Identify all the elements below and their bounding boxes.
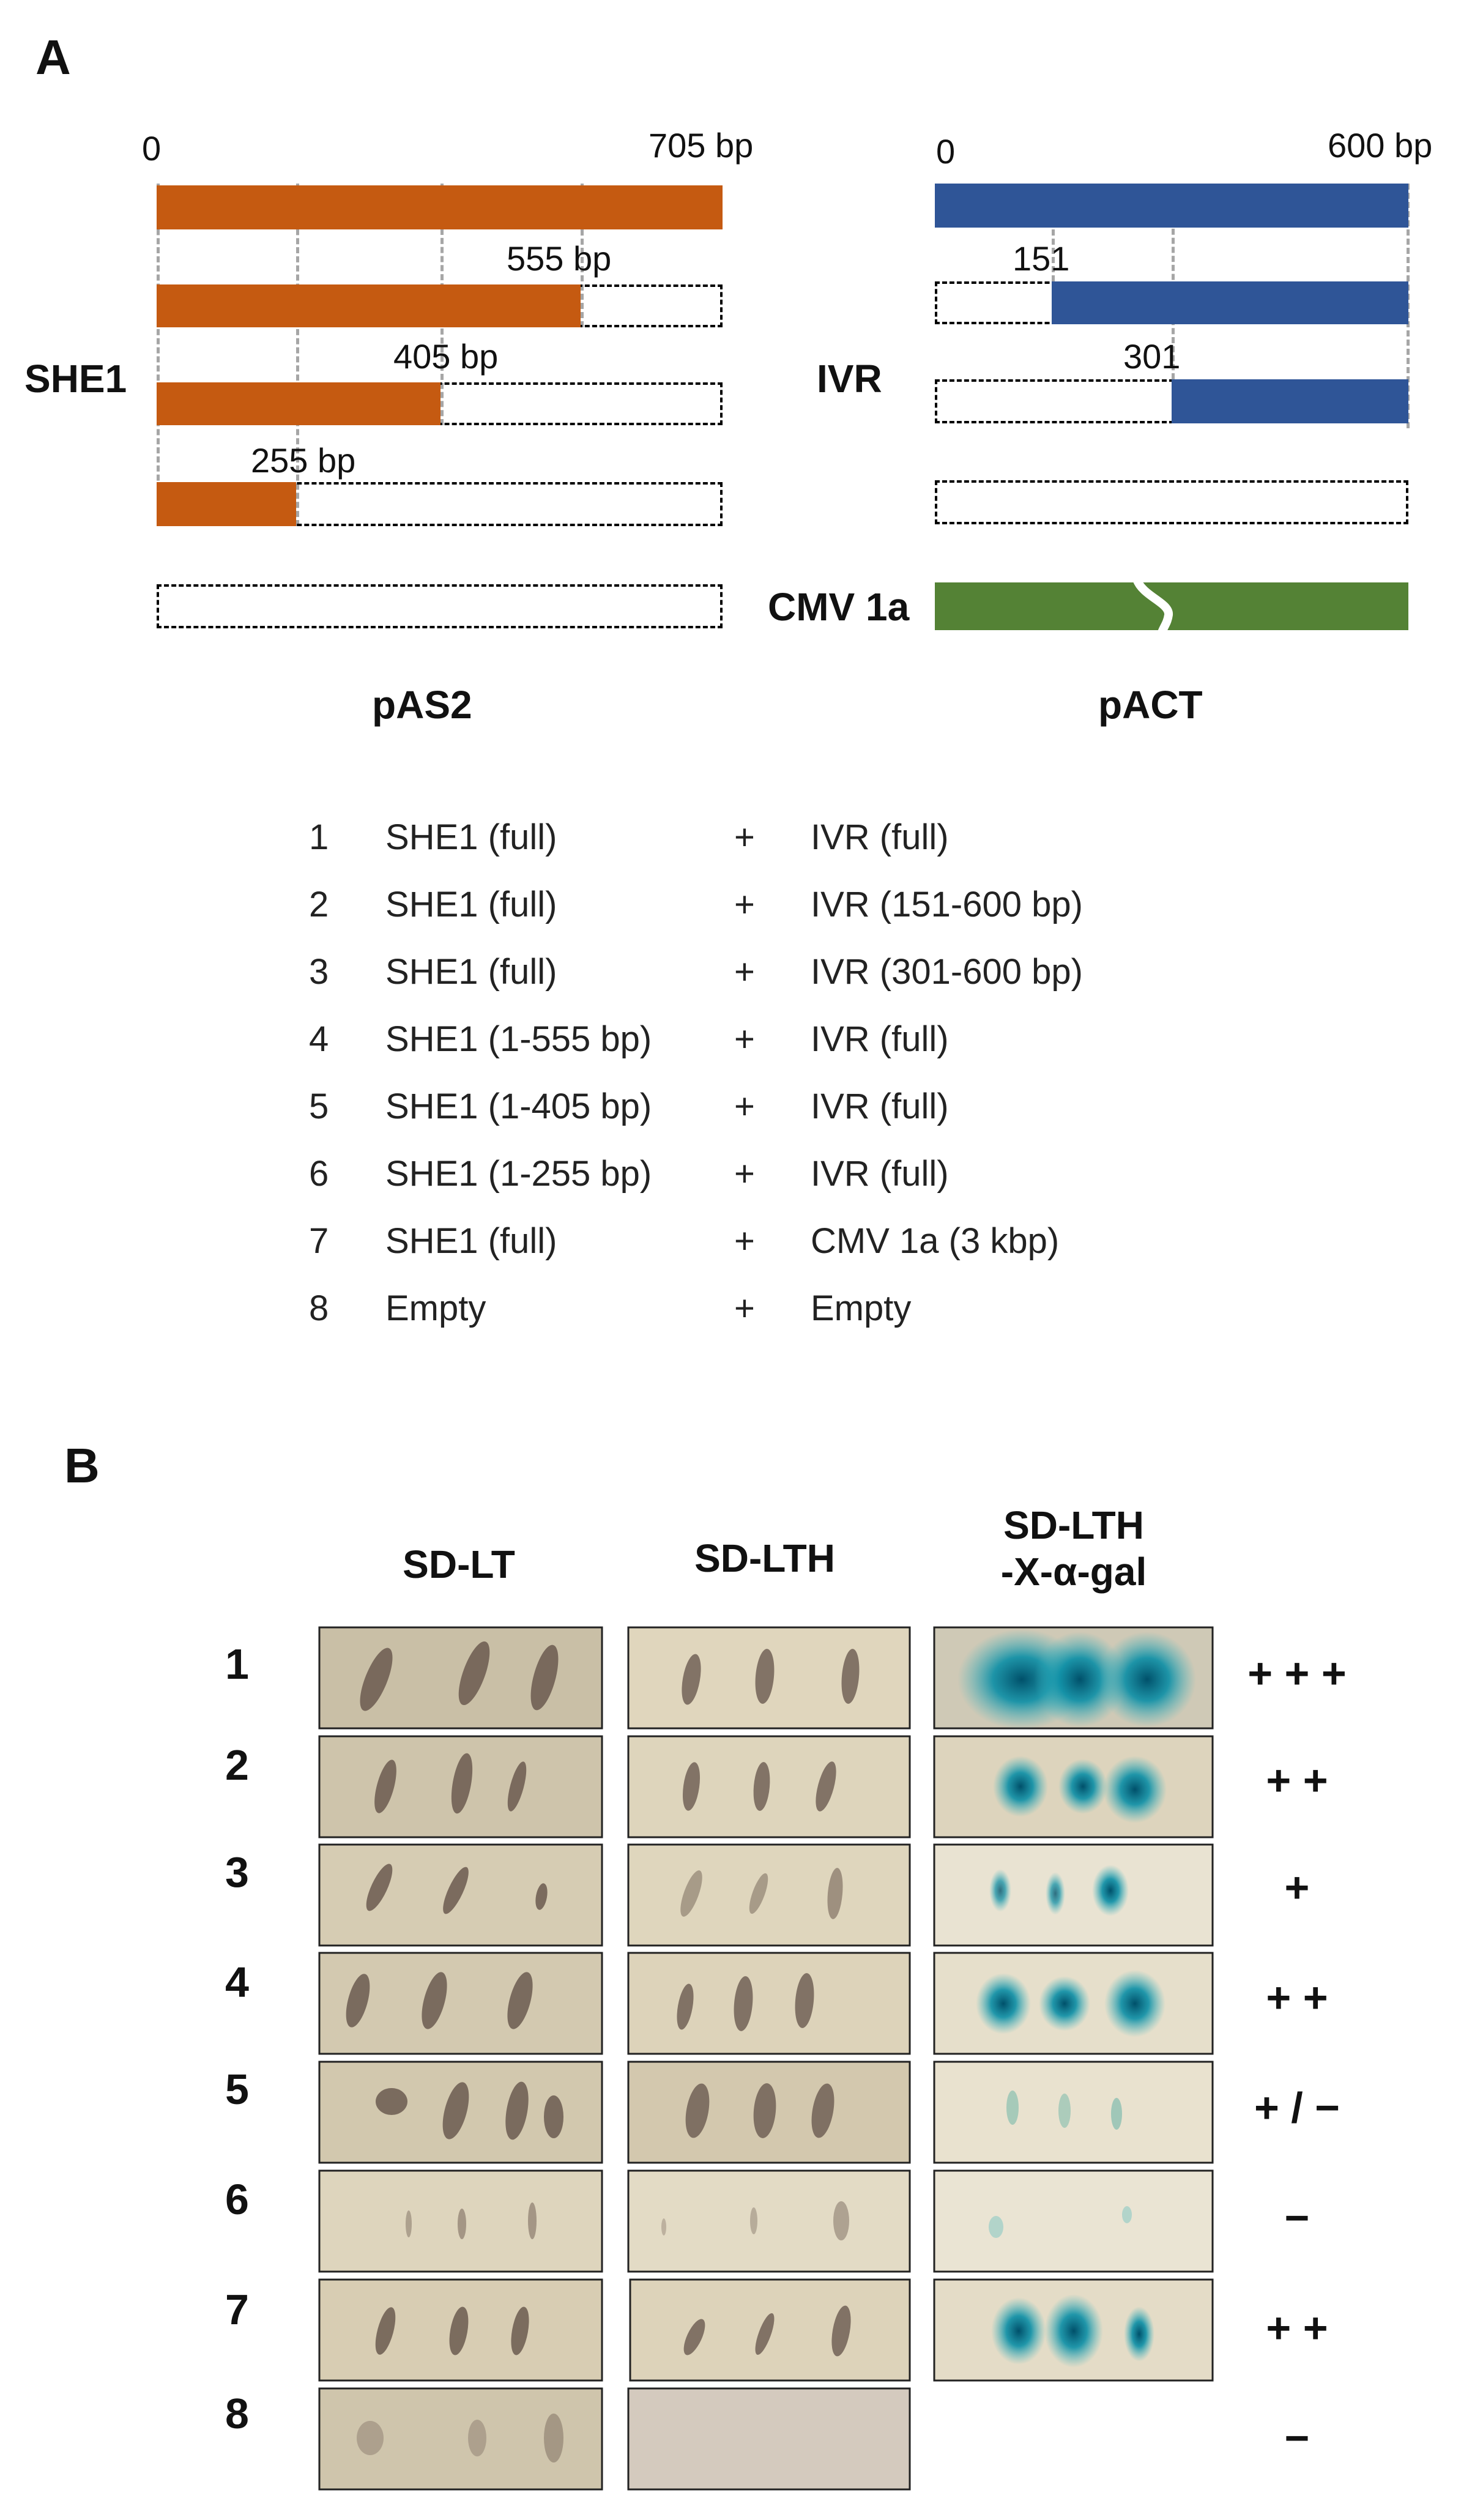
ivr-full-bar [935, 184, 1408, 228]
plus-sign: + [734, 952, 755, 992]
table-row: 4 SHE1 (1-555 bp) + IVR (full) [300, 1019, 1156, 1068]
ivr-construct-label: IVR [817, 357, 882, 401]
table-row: 8 Empty + Empty [300, 1288, 1156, 1337]
ivr-guide-151 [1052, 184, 1055, 281]
ivr-start-label: 0 [936, 132, 956, 171]
pact-vector-label: pACT [1098, 683, 1203, 727]
plus-sign: + [734, 1288, 755, 1328]
ivr-151-bar [1052, 281, 1408, 324]
prey-construct: IVR (full) [811, 1154, 949, 1194]
prey-construct: IVR (full) [811, 1019, 949, 1059]
she1-guide-555 [581, 184, 584, 327]
prey-construct: IVR (full) [811, 817, 949, 857]
row-number: 6 [309, 1154, 329, 1194]
row-number: 2 [309, 885, 329, 924]
table-row: 7 SHE1 (full) + CMV 1a (3 kbp) [300, 1221, 1156, 1269]
panel-b-letter: B [64, 1438, 100, 1493]
bait-construct: SHE1 (1-405 bp) [385, 1087, 652, 1126]
column-header-sd-lt: SD-LT [403, 1542, 515, 1586]
she1-405-bar [157, 382, 440, 425]
row-number: 3 [309, 952, 329, 992]
ivr-end-label: 600 bp [1328, 126, 1433, 165]
bait-construct: SHE1 (full) [385, 885, 557, 924]
sd-lth-plates [627, 1626, 911, 2491]
x-gal-plates [933, 1626, 1214, 2382]
prey-construct: IVR (full) [811, 1087, 949, 1126]
ivr-301-label: 301 [1123, 337, 1181, 376]
row-number: 1 [309, 817, 329, 857]
plus-sign: + [734, 1019, 755, 1059]
table-row: 6 SHE1 (1-255 bp) + IVR (full) [300, 1153, 1156, 1202]
row-label: 5 [225, 2065, 249, 2113]
row-label: 7 [225, 2286, 249, 2333]
ivr-empty-outline [935, 480, 1408, 524]
she1-555-label: 555 bp [507, 239, 612, 278]
row-label: 6 [225, 2176, 249, 2223]
bait-construct: SHE1 (1-555 bp) [385, 1019, 652, 1059]
table-row: 2 SHE1 (full) + IVR (151-600 bp) [300, 884, 1156, 933]
she1-guide-0 [157, 184, 160, 526]
interaction-score: + + [1266, 2304, 1328, 2352]
she1-full-bar [157, 185, 723, 229]
interaction-score: + + [1266, 1756, 1328, 1804]
row-label: 1 [225, 1640, 249, 1688]
she1-405-label: 405 bp [393, 337, 499, 376]
row-number: 7 [309, 1221, 329, 1261]
sd-lt-plates [318, 1626, 603, 2491]
prey-construct: IVR (301-600 bp) [811, 952, 1083, 992]
interaction-score: + [1284, 1864, 1310, 1911]
she1-255-bar [157, 482, 296, 526]
table-row: 3 SHE1 (full) + IVR (301-600 bp) [300, 951, 1156, 1000]
interaction-score: − [1284, 2414, 1310, 2462]
pas2-vector-label: pAS2 [372, 683, 472, 727]
plus-sign: + [734, 885, 755, 924]
bait-construct: SHE1 (1-255 bp) [385, 1154, 652, 1194]
interaction-score: + / − [1254, 2084, 1340, 2132]
row-label: 3 [225, 1848, 249, 1896]
row-label: 8 [225, 2390, 249, 2437]
panel-a-letter: A [35, 30, 71, 84]
plus-sign: + [734, 1221, 755, 1261]
prey-construct: IVR (151-600 bp) [811, 885, 1083, 924]
cmv-1a-break-mark [1132, 578, 1173, 634]
she1-guide-255 [296, 184, 299, 526]
bait-construct: SHE1 (full) [385, 1221, 557, 1261]
she1-end-label: 705 bp [649, 126, 754, 165]
interaction-score: + + [1266, 1974, 1328, 2021]
prey-construct: Empty [811, 1288, 912, 1328]
bait-construct: SHE1 (full) [385, 952, 557, 992]
she1-construct-label: SHE1 [24, 357, 127, 401]
row-number: 5 [309, 1087, 329, 1126]
row-label: 2 [225, 1741, 249, 1789]
table-row: 1 SHE1 (full) + IVR (full) [300, 817, 1156, 866]
plus-sign: + [734, 1087, 755, 1126]
row-number: 8 [309, 1288, 329, 1328]
row-label: 4 [225, 1958, 249, 2006]
prey-construct: CMV 1a (3 kbp) [811, 1221, 1060, 1261]
table-row: 5 SHE1 (1-405 bp) + IVR (full) [300, 1086, 1156, 1135]
plus-sign: + [734, 1154, 755, 1194]
interaction-score: − [1284, 2194, 1310, 2242]
row-number: 4 [309, 1019, 329, 1059]
column-header-sd-lth: SD-LTH [694, 1536, 835, 1580]
she1-555-bar [157, 284, 581, 327]
ivr-151-label: 151 [1013, 239, 1070, 278]
she1-255-label: 255 bp [251, 441, 356, 480]
plus-sign: + [734, 817, 755, 857]
cmv-1a-label: CMV 1a [768, 585, 910, 629]
she1-empty-outline [157, 584, 723, 628]
she1-start-label: 0 [142, 129, 162, 168]
ivr-301-bar [1172, 379, 1408, 423]
bait-construct: Empty [385, 1288, 486, 1328]
interaction-score: + + + [1247, 1649, 1347, 1697]
bait-construct: SHE1 (full) [385, 817, 557, 857]
column-header-sd-lth-x-gal: SD-LTH -X-α-gal [1000, 1503, 1147, 1594]
cmv-1a-bar [935, 582, 1408, 630]
